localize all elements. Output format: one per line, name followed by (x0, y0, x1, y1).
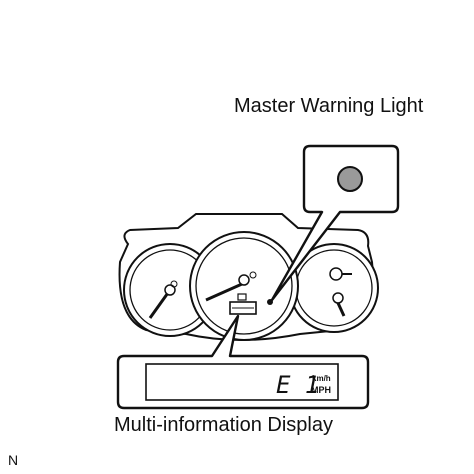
left-gauge-hub (164, 284, 176, 296)
right-gauge-needle (336, 302, 346, 317)
warning-light-callout (270, 144, 400, 302)
temperature-indicator-icon (332, 292, 344, 304)
display-unit-bottom: MPH (311, 385, 331, 395)
multi-information-display-label: Multi-information Display (114, 414, 333, 436)
left-gauge-indicator-icon (170, 280, 178, 288)
fuel-indicator-icon (329, 267, 343, 281)
center-gauge-small-icon (249, 271, 257, 279)
center-gauge-needle (205, 282, 243, 302)
odometer-indicator-icon (237, 293, 247, 301)
center-gauge-hub (238, 274, 250, 286)
center-gauge-outer (189, 231, 299, 341)
display-unit-top: km/h (312, 374, 331, 383)
center-gauge-inner (195, 237, 293, 335)
corner-letter-label: N (8, 452, 19, 468)
display-screen (145, 363, 339, 401)
display-code: E 1 (276, 371, 319, 399)
master-warning-light-label: Master Warning Light (234, 95, 424, 117)
warning-light-icon (337, 166, 363, 192)
